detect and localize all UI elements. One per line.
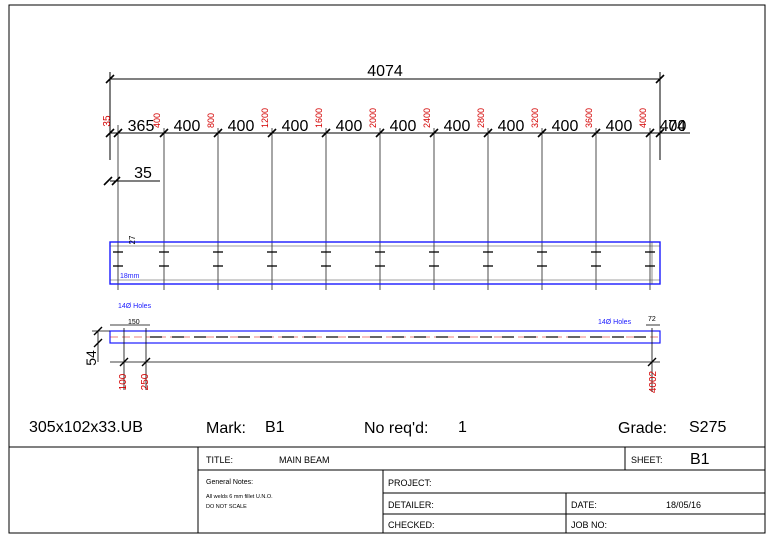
detailer-label: DETAILER: <box>388 500 434 510</box>
spacing-label: 400 <box>606 118 633 135</box>
spacing-label: 400 <box>282 118 309 135</box>
beam-plan: 14Ø Holes 150 72 54 100 250 4002 <box>83 316 661 393</box>
cumulative-label: 2800 <box>476 108 486 128</box>
web-dim-27-label: 27 <box>128 235 137 244</box>
dim-100-label: 100 <box>118 373 129 390</box>
first-space-label: 365 <box>128 118 155 135</box>
notes-heading: General Notes: <box>206 479 253 486</box>
checked-label: CHECKED: <box>388 520 435 530</box>
cumulative-label: 2000 <box>368 108 378 128</box>
dim-250-label: 250 <box>140 373 151 390</box>
cumulative-label: 4000 <box>638 108 648 128</box>
spacing-dimension-row: 35 365 74 400 400 400 400 400 400 400 400 400 400… <box>102 108 690 290</box>
overall-length-label: 4074 <box>367 63 403 80</box>
title-block <box>9 446 765 533</box>
date-label: DATE: <box>571 500 597 510</box>
spacing-label: 400 <box>498 118 525 135</box>
sheet-value: B1 <box>690 451 710 468</box>
left-offset-label: 35 <box>102 115 113 127</box>
spacing-label: 400 <box>336 118 363 135</box>
noreq-label: No req'd: <box>364 420 428 437</box>
dim-4002-label: 4002 <box>648 370 659 393</box>
section-size: 305x102x33.UB <box>29 419 143 436</box>
sheet-border <box>8 4 766 534</box>
beam-info-row: 305x102x33.UB Mark: B1 No req'd: 1 Grade… <box>29 419 726 437</box>
dim-72-label: 72 <box>648 316 656 323</box>
spacing-label: 400 <box>444 118 471 135</box>
spacing-label: 400 <box>174 118 201 135</box>
beam-elevation: 27 18mm <box>109 235 661 285</box>
dim-54-label: 54 <box>83 350 99 366</box>
dim-150-label: 150 <box>128 319 140 326</box>
vertical-pitch-dimension: 35 <box>103 165 160 186</box>
sheet-label: SHEET: <box>631 455 663 465</box>
title-block-text: TITLE: MAIN BEAM SHEET: B1 General Notes… <box>206 451 710 530</box>
notes-line-2: DO NOT SCALE <box>206 504 247 510</box>
notes-line-1: All welds 6 mm fillet U.N.O. <box>206 494 273 500</box>
jobno-label: JOB NO: <box>571 520 607 530</box>
right-end-label: 74 <box>668 118 686 135</box>
cumulative-label: 1200 <box>260 108 270 128</box>
grade-value: S275 <box>689 419 726 436</box>
hole-label-plan: 14Ø Holes <box>598 319 632 326</box>
date-value: 18/05/16 <box>666 500 701 510</box>
spacing-label: 400 <box>228 118 255 135</box>
title-label: TITLE: <box>206 455 233 465</box>
spacing-label: 400 <box>390 118 417 135</box>
mark-label: Mark: <box>206 420 246 437</box>
overall-dimension: 4074 <box>105 63 665 160</box>
spacing-label: 400 <box>552 118 579 135</box>
cumulative-label: 3600 <box>584 108 594 128</box>
cumulative-label: 2400 <box>422 108 432 128</box>
cumulative-label: 800 <box>206 113 216 128</box>
project-label: PROJECT: <box>388 478 432 488</box>
spacing-label: 400 <box>660 118 687 135</box>
cumulative-label: 3200 <box>530 108 540 128</box>
cumulative-label: 1600 <box>314 108 324 128</box>
vertical-pitch-label: 35 <box>134 165 152 182</box>
cumulative-label: 400 <box>152 113 162 128</box>
noreq-value: 1 <box>458 419 467 436</box>
title-value: MAIN BEAM <box>279 455 330 465</box>
hole-label-elevation: 14Ø Holes <box>118 303 152 310</box>
grade-label: Grade: <box>618 420 667 437</box>
elevation-outline <box>109 241 661 285</box>
weld-size-label: 18mm <box>120 273 140 280</box>
mark-value: B1 <box>265 419 285 436</box>
